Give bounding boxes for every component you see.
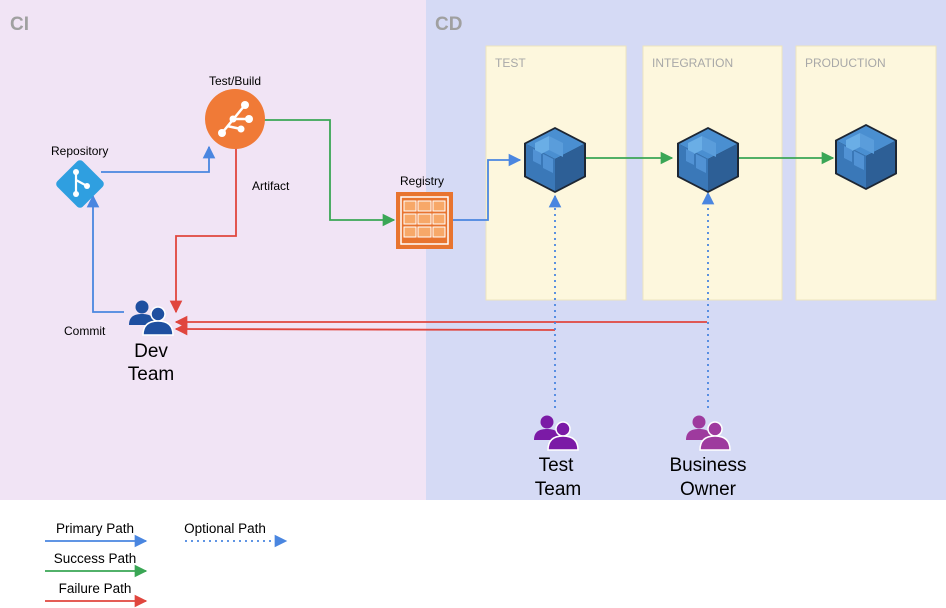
registry-icon (396, 192, 453, 249)
edge-registry-to-test (453, 153, 522, 221)
legend-success: Success Path (45, 551, 148, 578)
legend-optional-label: Optional Path (184, 521, 266, 536)
commit-label: Commit (64, 324, 106, 338)
git-icon (56, 160, 104, 208)
edge-build-to-registry (264, 119, 396, 227)
edges (86, 119, 835, 408)
env-production-title: PRODUCTION (805, 56, 886, 70)
cd-region-title: CD (435, 14, 462, 35)
repository-label: Repository (51, 144, 108, 158)
edge-repo-to-build (101, 145, 216, 173)
env-integration-title: INTEGRATION (652, 56, 733, 70)
test-build-label: Test/Build (209, 74, 261, 88)
build-icon (205, 89, 265, 149)
repository-node[interactable]: Repository (51, 144, 108, 209)
legend-optional: Optional Path (184, 521, 288, 548)
business-owner-label-line1: Business (669, 455, 746, 476)
legend-failure: Failure Path (45, 581, 148, 608)
business-owner-label-line2: Owner (680, 479, 737, 500)
test-team-label-line2: Team (535, 479, 581, 500)
test-team[interactable]: Test Team (533, 414, 581, 501)
registry-node[interactable]: Registry (396, 174, 453, 249)
test-team-label-line1: Test (539, 455, 575, 476)
legend-success-label: Success Path (54, 551, 137, 566)
edge-test-failure (174, 322, 556, 336)
artifact-label: Artifact (252, 179, 290, 193)
business-owner[interactable]: Business Owner (669, 414, 747, 501)
legend-primary: Primary Path (45, 521, 148, 548)
edge-build-failure (169, 145, 237, 314)
legend: Primary Path Success Path Failure Path O… (45, 521, 288, 608)
legend-primary-label: Primary Path (56, 521, 134, 536)
test-build-node[interactable]: Test/Build Artifact (205, 74, 290, 193)
ci-region: CI (0, 0, 426, 500)
registry-label: Registry (400, 174, 444, 188)
edge-commit-to-repo (86, 194, 124, 313)
dev-team-label-line2: Team (128, 364, 174, 385)
dev-team[interactable]: Commit Dev Team (64, 299, 174, 386)
dev-team-label-line1: Dev (134, 341, 168, 362)
legend-failure-label: Failure Path (59, 581, 132, 596)
ci-region-title: CI (10, 14, 29, 35)
ci-region-background (0, 0, 426, 500)
env-test-title: TEST (495, 56, 526, 70)
